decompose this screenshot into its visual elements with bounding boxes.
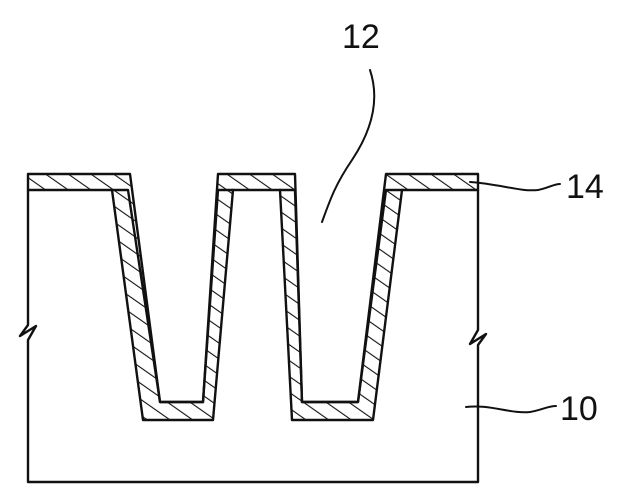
label-trench: 12	[342, 18, 380, 56]
label-liner-layer: 14	[566, 168, 604, 206]
label-substrate: 10	[560, 390, 598, 428]
leader-line-trench	[322, 70, 374, 222]
leader-line-liner	[470, 182, 560, 190]
substrate-body	[20, 190, 486, 482]
leader-line-substrate	[466, 406, 556, 412]
liner-layer	[28, 174, 478, 420]
